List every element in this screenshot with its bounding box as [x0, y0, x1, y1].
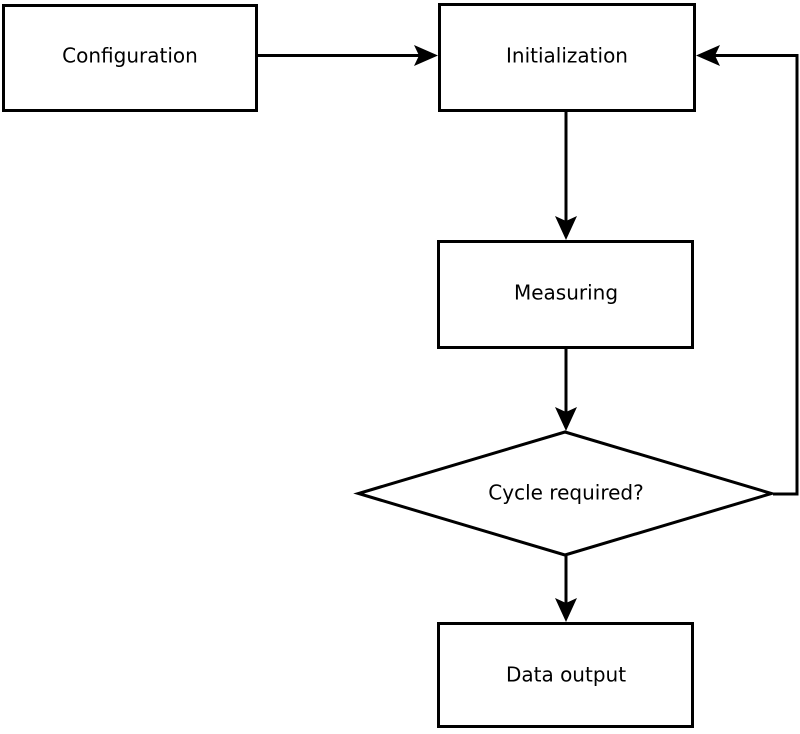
arrowhead-down-icon: [555, 216, 577, 240]
node-data-output-label: Data output: [506, 663, 626, 687]
edge-cycle-required-to-initialization: [696, 45, 799, 496]
node-measuring-label: Measuring: [514, 281, 618, 305]
node-measuring[interactable]: Measuring: [437, 240, 694, 349]
edge-configuration-to-initialization: [258, 45, 438, 66]
node-cycle-required-shape[interactable]: [353, 430, 777, 557]
node-configuration-shape[interactable]: [2, 4, 258, 112]
node-cycle-required-label: Cycle required?: [488, 481, 643, 505]
node-data-output[interactable]: Data output: [437, 622, 694, 728]
node-cycle-required[interactable]: Cycle required?: [353, 430, 777, 557]
node-measuring-shape[interactable]: [437, 240, 694, 349]
edge-line-cycle-required-to-initialization: [710, 54, 799, 496]
arrowhead-right-icon: [414, 45, 438, 66]
arrowhead-left-icon: [696, 45, 720, 66]
node-initialization-shape[interactable]: [438, 3, 696, 112]
edge-initialization-to-measuring: [555, 112, 577, 240]
node-configuration[interactable]: Configuration: [2, 4, 258, 112]
node-initialization[interactable]: Initialization: [438, 3, 696, 112]
arrowhead-down-icon: [555, 598, 577, 622]
node-data-output-shape[interactable]: [437, 622, 694, 728]
node-initialization-label: Initialization: [506, 44, 628, 68]
edge-cycle-required-to-data-output: [555, 556, 577, 622]
arrowhead-down-icon: [555, 407, 577, 431]
node-configuration-label: Configuration: [62, 44, 198, 68]
edge-measuring-to-cycle-required: [555, 349, 577, 431]
